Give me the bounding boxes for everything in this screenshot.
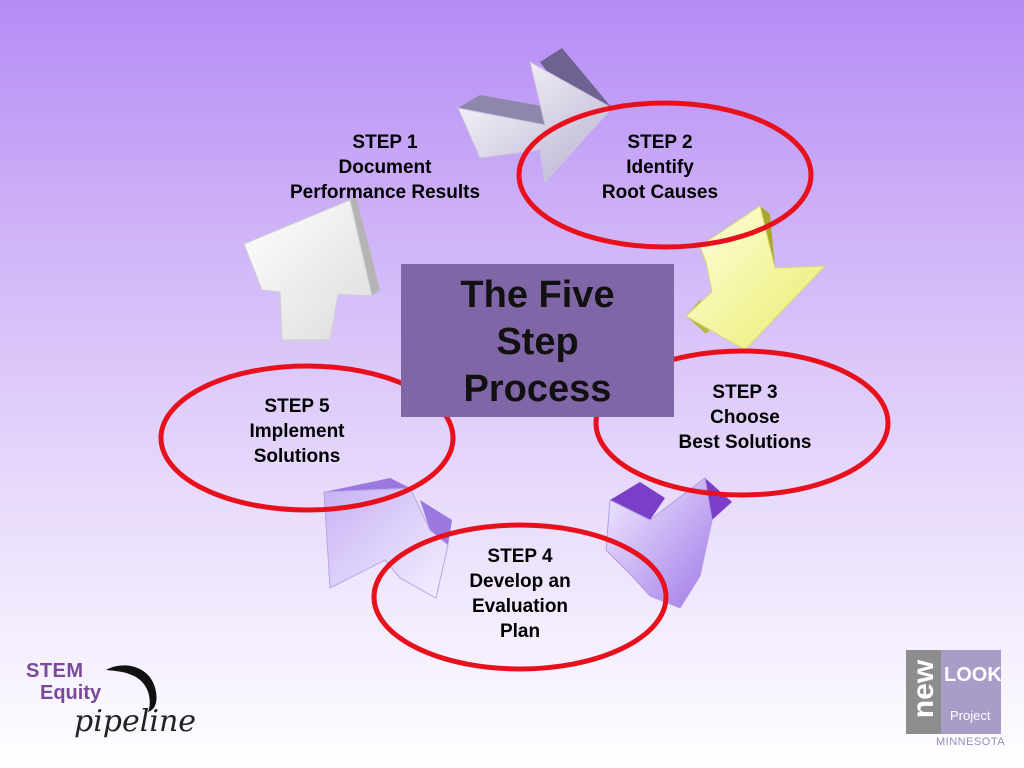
logo-block	[906, 650, 941, 734]
logo-text: pipeline	[74, 704, 197, 739]
arrow-left-bottom	[323, 478, 452, 599]
logo-block	[941, 650, 1001, 734]
step-5-label: STEP 5 Implement Solutions	[249, 396, 345, 467]
title-line: The Five	[460, 274, 615, 316]
step-4-label: STEP 4 Develop an Evaluation Plan	[469, 546, 571, 642]
new-look-project-logo: new LOOK Project MINNESOTA	[906, 650, 1006, 750]
title-line: Process	[463, 368, 612, 410]
arrow-right-bottom	[605, 477, 732, 609]
step-3-label: STEP 3 Choose Best Solutions	[678, 382, 812, 453]
title-box	[401, 264, 674, 417]
swoosh-icon	[106, 665, 157, 712]
arrow-right-top	[685, 205, 827, 351]
logo-text: Equity	[40, 682, 102, 704]
highlight-rings	[158, 100, 891, 672]
ring-step-3	[593, 348, 891, 498]
diagram-title: The Five Step Process	[401, 272, 674, 413]
step-2-label: STEP 2 Identify Root Causes	[601, 132, 719, 203]
arrow-left-top	[243, 196, 380, 341]
logo-text: STEM	[26, 660, 84, 682]
logo-text: Project	[950, 708, 991, 723]
stem-equity-pipeline-logo: STEM Equity pipeline	[26, 660, 196, 746]
ring-step-2	[516, 100, 814, 250]
ring-step-5	[158, 363, 456, 513]
ring-step-4	[371, 522, 669, 672]
logo-text: MINNESOTA	[936, 736, 1006, 748]
logo-text: LOOK	[944, 664, 1002, 686]
logo-text: new	[907, 659, 940, 719]
title-line: Step	[496, 321, 579, 363]
step-1-label: STEP 1 Document Performance Results	[289, 132, 481, 203]
